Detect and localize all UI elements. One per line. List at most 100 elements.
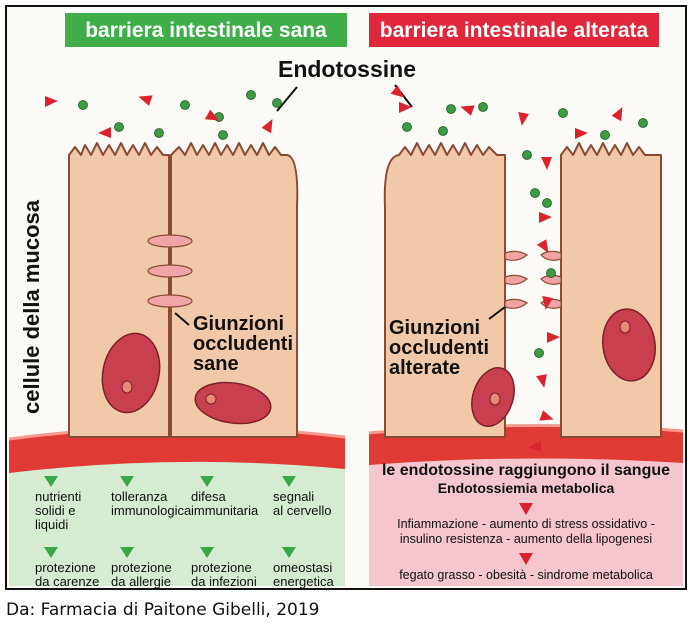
triangle-down-icon — [282, 547, 296, 558]
triangle-down-icon — [200, 476, 214, 487]
healthy-cell-left — [68, 142, 170, 438]
altered-headline: le endotossine raggiungono il sangue — [382, 462, 670, 479]
endotoxin-dot — [218, 130, 228, 140]
benefit-label: immunologica — [111, 503, 192, 518]
endotoxin-triangle — [547, 332, 560, 343]
triangle-down-icon — [120, 476, 134, 487]
altered-cell-left — [383, 142, 515, 438]
benefit-label: immunitaria — [191, 503, 259, 518]
benefit-label: segnali — [273, 489, 314, 504]
endotoxin-triangle — [204, 109, 220, 121]
benefit-label: energetica — [273, 574, 334, 588]
endotoxin-dot — [438, 126, 448, 136]
endotoxin-triangle — [518, 112, 529, 126]
benefit-label: solidi e — [35, 503, 75, 518]
triangle-down-icon — [200, 547, 214, 558]
endotoxin-dot — [542, 198, 552, 208]
altered-effects-line-3: fegato grasso - obesità - sindrome metab… — [399, 568, 653, 582]
endotoxin-dot — [114, 122, 124, 132]
altered-junctions-line-2: occludenti — [389, 337, 489, 359]
benefit-label: da allergie — [111, 574, 171, 588]
endotoxin-dot — [78, 100, 88, 110]
benefit-label: al cervello — [273, 503, 332, 518]
endotoxin-dot — [534, 348, 544, 358]
endotoxin-dot — [272, 98, 282, 108]
endotoxin-triangle — [541, 157, 552, 170]
endotoxin-dot — [638, 118, 648, 128]
benefit-label: protezione — [35, 560, 96, 575]
endotoxin-triangle — [528, 441, 541, 452]
healthy-junctions-line-2: occludenti — [193, 333, 293, 355]
healthy-junctions-line-3: sane — [193, 353, 239, 375]
endotoxin-triangle — [399, 102, 412, 113]
benefit-label: liquidi — [35, 517, 68, 532]
arrow-down-icon — [519, 553, 533, 565]
endotoxin-triangle — [390, 85, 405, 98]
healthy-junctions-line-1: Giunzioni — [193, 313, 284, 335]
endotoxin-triangle — [539, 410, 554, 421]
endotoxin-triangle — [261, 118, 273, 134]
triangle-down-icon — [44, 547, 58, 558]
mucosa-cells-label: cellule della mucosa — [19, 199, 44, 414]
altered-subheadline: Endotossiemia metabolica — [438, 480, 615, 496]
endotoxin-dot — [446, 104, 456, 114]
endotoxins-label: Endotossine — [278, 56, 416, 82]
endotoxin-dot — [530, 188, 540, 198]
altered-effects-line-2: insulino resistenza - aumento della lipo… — [400, 532, 652, 546]
healthy-cell-right — [170, 142, 299, 438]
healthy-blood-band — [9, 427, 345, 473]
endotoxin-triangle — [611, 106, 623, 122]
triangle-down-icon — [282, 476, 296, 487]
altered-junctions-line-1: Giunzioni — [389, 317, 480, 339]
endotoxin-triangle — [98, 127, 111, 138]
endotoxin-dot — [558, 108, 568, 118]
altered-header-banner: barriera intestinale alterata — [369, 13, 659, 47]
endotoxin-triangle — [536, 239, 549, 254]
triangle-down-icon — [44, 476, 58, 487]
benefit-label: protezione — [111, 560, 172, 575]
benefit-label: da infezioni — [191, 574, 257, 588]
endotoxin-dot — [180, 100, 190, 110]
endotoxin-pointer-left — [276, 86, 298, 112]
triangle-down-icon — [120, 547, 134, 558]
altered-effects-line-1: Infiammazione - aumento di stress ossida… — [397, 517, 655, 531]
endotoxin-dot — [546, 268, 556, 278]
intestinal-barrier-figure: barriera intestinale sana barriera intes… — [5, 5, 687, 590]
endotoxin-dot — [154, 128, 164, 138]
healthy-header-title: barriera intestinale sana — [85, 19, 327, 42]
endotoxin-dot — [402, 122, 412, 132]
endotoxin-triangle — [575, 128, 588, 139]
altered-header-title: barriera intestinale alterata — [380, 19, 649, 42]
endotoxin-dot — [246, 90, 256, 100]
figure-caption: Da: Farmacia di Paitone Gibelli, 2019 — [6, 600, 320, 620]
altered-tight-junctions — [504, 250, 562, 309]
altered-cell-right — [560, 142, 662, 438]
benefit-label: da carenze — [35, 574, 99, 588]
benefit-label: omeostasi — [273, 560, 332, 575]
endotoxin-triangle — [542, 296, 553, 310]
benefit-label: difesa — [191, 489, 226, 504]
endotoxin-dot — [522, 150, 532, 160]
benefit-label: nutrienti — [35, 489, 81, 504]
endotoxin-particles — [45, 85, 648, 452]
endotoxin-dot — [600, 130, 610, 140]
benefit-label: tolleranza — [111, 489, 168, 504]
endotoxin-dot — [478, 102, 488, 112]
altered-junctions-line-3: alterate — [389, 357, 460, 379]
arrow-down-icon — [519, 503, 533, 515]
endotoxin-triangle — [536, 374, 547, 388]
benefit-label: protezione — [191, 560, 252, 575]
endotoxin-triangle — [45, 96, 58, 107]
endotoxin-triangle — [138, 95, 153, 106]
healthy-header-banner: barriera intestinale sana — [65, 13, 347, 47]
healthy-tight-junctions — [147, 234, 193, 308]
endotoxin-triangle — [460, 105, 475, 116]
